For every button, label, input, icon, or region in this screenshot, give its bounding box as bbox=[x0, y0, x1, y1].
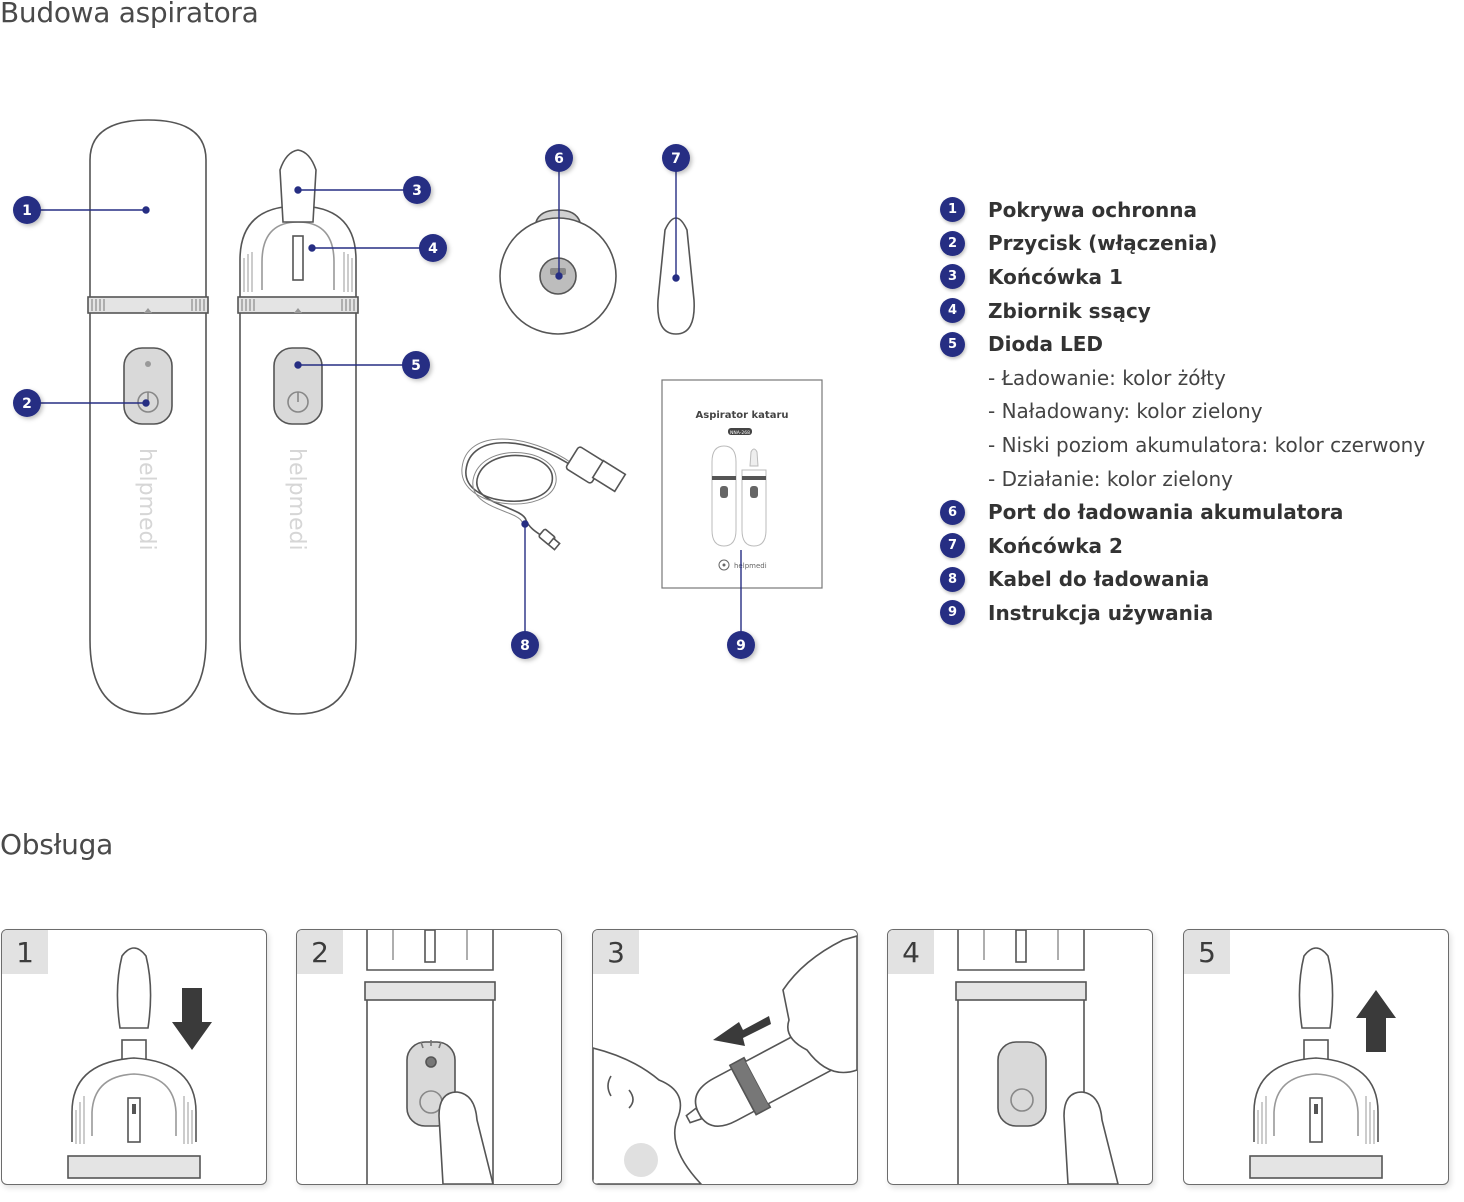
aspirator-diagram: helpmedi helpmedi bbox=[13, 119, 823, 715]
manual-model: NNA-268 bbox=[730, 430, 750, 436]
legend-label: Końcówka 1 bbox=[988, 264, 1123, 289]
svg-text:1: 1 bbox=[22, 203, 32, 219]
device-with-tip: helpmedi bbox=[237, 149, 359, 715]
instruction-manual: Aspirator kataru NNA-268 helpmedi bbox=[661, 379, 823, 589]
legend-badge: 1 bbox=[940, 197, 965, 223]
svg-text:3: 3 bbox=[412, 183, 422, 199]
legend-item-5: 5 Dioda LED bbox=[940, 327, 1460, 361]
finger-icon bbox=[1063, 1091, 1119, 1184]
step-1-panel: 1 bbox=[1, 929, 267, 1185]
device-brand-text: helpmedi bbox=[284, 448, 309, 551]
manual-brand: helpmedi bbox=[734, 562, 767, 570]
svg-text:6: 6 bbox=[554, 151, 564, 167]
legend-sub-label: - Ładowanie: kolor żółty bbox=[988, 365, 1226, 390]
callout-2: 2 bbox=[13, 389, 41, 417]
charging-port-view bbox=[499, 209, 617, 335]
legend-sub-low-battery: - Niski poziom akumulatora: kolor czerwo… bbox=[940, 428, 1460, 462]
step-5-illustration bbox=[1249, 947, 1396, 1179]
legend-label: Przycisk (włączenia) bbox=[988, 231, 1218, 256]
legend-item-1: 1 Pokrywa ochronna bbox=[940, 193, 1460, 227]
legend-item-6: 6 Port do ładowania akumulatora bbox=[940, 495, 1460, 529]
callout-7: 7 bbox=[662, 144, 690, 172]
step-number: 5 bbox=[1184, 930, 1230, 974]
manual-title: Aspirator kataru bbox=[696, 410, 789, 421]
legend-badge: 8 bbox=[940, 566, 965, 592]
callout-8: 8 bbox=[511, 631, 539, 659]
legend-item-8: 8 Kabel do ładowania bbox=[940, 563, 1460, 597]
usb-cable bbox=[461, 438, 627, 551]
device-brand-text: helpmedi bbox=[134, 448, 159, 551]
legend-label: Zbiornik ssący bbox=[988, 298, 1151, 323]
legend-item-2: 2 Przycisk (włączenia) bbox=[940, 227, 1460, 261]
device-with-cover: helpmedi bbox=[87, 119, 209, 715]
callout-lines bbox=[27, 158, 742, 645]
legend-badge: 2 bbox=[940, 230, 965, 256]
legend-label: Kabel do ładowania bbox=[988, 567, 1210, 592]
callout-4: 4 bbox=[419, 234, 447, 262]
legend-badge: 5 bbox=[940, 331, 965, 357]
svg-text:7: 7 bbox=[671, 151, 681, 167]
section-title-build: Budowa aspiratora bbox=[0, 0, 259, 29]
step-1-illustration bbox=[67, 947, 212, 1179]
legend-sub-charging: - Ładowanie: kolor żółty bbox=[940, 361, 1460, 395]
svg-text:9: 9 bbox=[736, 638, 746, 654]
svg-text:5: 5 bbox=[411, 358, 421, 374]
legend-badge: 6 bbox=[940, 499, 965, 525]
legend-item-7: 7 Końcówka 2 bbox=[940, 529, 1460, 563]
arrow-up-icon bbox=[1356, 990, 1396, 1052]
legend-badge: 9 bbox=[940, 600, 965, 626]
legend-sub-label: - Naładowany: kolor zielony bbox=[988, 399, 1263, 424]
legend-sub-label: - Działanie: kolor zielony bbox=[988, 466, 1233, 491]
legend-badge: 3 bbox=[940, 264, 965, 290]
step-4-illustration bbox=[955, 930, 1119, 1184]
legend-sub-charged: - Naładowany: kolor zielony bbox=[940, 395, 1460, 429]
step-number: 1 bbox=[2, 930, 48, 974]
step-number: 3 bbox=[593, 930, 639, 974]
callout-5: 5 bbox=[402, 351, 430, 379]
legend-sub-operating: - Działanie: kolor zielony bbox=[940, 462, 1460, 496]
step-number: 4 bbox=[888, 930, 934, 974]
callout-3: 3 bbox=[403, 176, 431, 204]
legend-badge: 7 bbox=[940, 533, 965, 559]
svg-text:4: 4 bbox=[428, 241, 438, 257]
legend-label: Końcówka 2 bbox=[988, 533, 1123, 558]
callout-1: 1 bbox=[13, 196, 41, 224]
arrow-left-icon bbox=[713, 1016, 771, 1046]
legend-label: Port do ładowania akumulatora bbox=[988, 500, 1344, 525]
callout-9: 9 bbox=[727, 631, 755, 659]
hand-icon bbox=[782, 935, 857, 1074]
legend-label: Pokrywa ochronna bbox=[988, 197, 1197, 222]
legend-item-9: 9 Instrukcja używania bbox=[940, 596, 1460, 630]
legend-sub-label: - Niski poziom akumulatora: kolor czerwo… bbox=[988, 432, 1426, 457]
step-3-illustration bbox=[593, 935, 857, 1184]
step-number: 2 bbox=[297, 930, 343, 974]
legend-item-3: 3 Końcówka 1 bbox=[940, 260, 1460, 294]
legend-label: Instrukcja używania bbox=[988, 600, 1214, 625]
svg-text:8: 8 bbox=[520, 638, 530, 654]
finger-icon bbox=[438, 1091, 494, 1184]
legend-item-4: 4 Zbiornik ssący bbox=[940, 294, 1460, 328]
step-5-panel: 5 bbox=[1183, 929, 1449, 1185]
legend-label: Dioda LED bbox=[988, 332, 1103, 357]
step-2-illustration bbox=[364, 930, 496, 1184]
section-title-use: Obsługa bbox=[0, 828, 113, 861]
callout-badges: 1 2 3 4 5 6 7 8 9 bbox=[13, 144, 755, 659]
callout-6: 6 bbox=[545, 144, 573, 172]
step-2-panel: 2 bbox=[296, 929, 562, 1185]
legend-badge: 4 bbox=[940, 298, 965, 324]
arrow-down-icon bbox=[172, 988, 212, 1050]
step-3-panel: 3 bbox=[592, 929, 858, 1185]
step-4-panel: 4 bbox=[887, 929, 1153, 1185]
svg-text:2: 2 bbox=[22, 396, 32, 412]
